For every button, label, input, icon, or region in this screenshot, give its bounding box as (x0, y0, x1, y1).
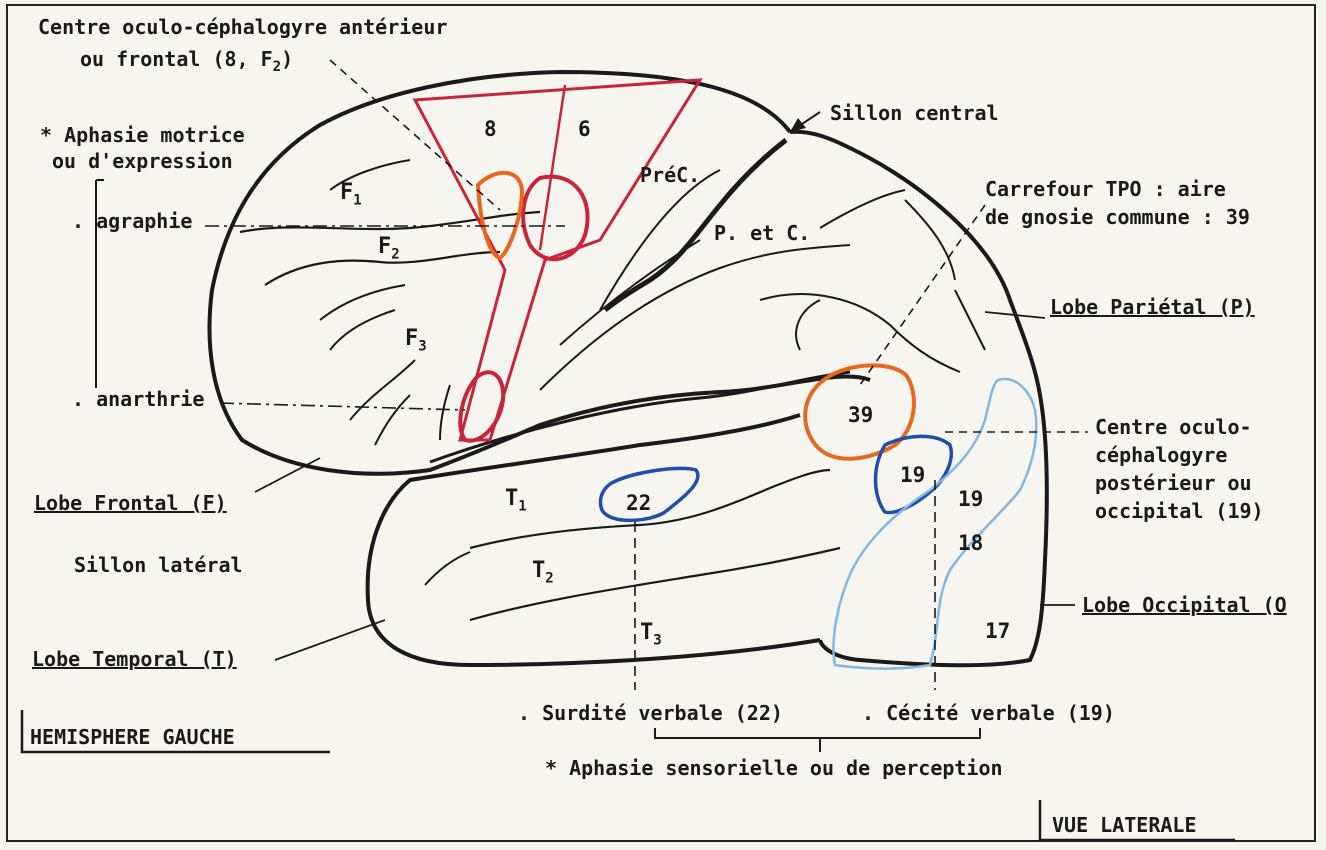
leader-carrefour (860, 205, 985, 385)
label-aphasie-motrice-line2: ou d'expression (52, 150, 233, 172)
parietal-sulcus-5 (760, 294, 960, 372)
label-cecite-verbale: . Cécité verbale (19) (862, 702, 1115, 724)
frontal-sulcus-4 (350, 360, 415, 420)
region-parietal-central: P. et C. (714, 222, 810, 244)
frontal-sulcus-6 (440, 385, 450, 440)
label-hemisphere-gauche: HEMISPHERE GAUCHE (30, 726, 235, 748)
frontal-sulcus-3 (330, 310, 395, 350)
label-lobe-temporal: Lobe Temporal (T) (32, 648, 237, 670)
label-carrefour-line1: Carrefour TPO : aire (985, 178, 1226, 200)
label-aphasie-sensorielle: * Aphasie sensorielle ou de perception (545, 757, 1003, 779)
region-f3: F3 (405, 328, 427, 357)
leader-sillon-central-arrow (790, 118, 806, 132)
label-centre-posterieur-line4: occipital (19) (1095, 500, 1264, 522)
label-centre-posterieur-line2: céphalogyre (1095, 444, 1227, 466)
label-sillon-central: Sillon central (830, 102, 999, 124)
frontal-sulcus-5 (375, 395, 410, 445)
region-precentral: PréC. (640, 164, 700, 186)
parietal-sulcus-4 (820, 190, 905, 228)
leader-lobe-frontal (255, 458, 320, 492)
area-19-dark-label: 19 (900, 464, 925, 486)
label-surdite-verbale: . Surdité verbale (22) (518, 702, 783, 724)
area-8-label: 8 (484, 118, 497, 140)
parietal-sulcus-1 (540, 245, 850, 390)
label-carrefour-line2: de gnosie commune : 39 (985, 206, 1250, 228)
label-centre-posterieur-line3: postérieur ou (1095, 472, 1252, 494)
region-t1: T1 (505, 488, 527, 517)
temporal-sulcus-short (425, 552, 470, 585)
area-22-label: 22 (626, 492, 651, 514)
label-centre-posterieur-line1: Centre oculo- (1095, 416, 1252, 438)
area-19-light-label: 19 (958, 488, 983, 510)
label-centre-anterieur-line2: ou frontal (8, F2) (80, 48, 293, 78)
region-t3: T3 (640, 622, 662, 651)
label-lobe-occipital: Lobe Occipital (O (1082, 594, 1287, 616)
area-17-label: 17 (985, 620, 1010, 642)
bracket-aphasie-sensorielle (655, 728, 980, 752)
label-centre-anterieur-line1: Centre oculo-céphalogyre antérieur (38, 16, 447, 38)
leader-lobe-temporal (275, 620, 385, 660)
label-agraphie: . agraphie (72, 210, 192, 232)
label-sillon-lateral: Sillon latéral (74, 554, 243, 576)
area-6-label: 6 (578, 118, 591, 140)
label-vue-laterale: VUE LATERALE (1052, 814, 1197, 836)
temporal-outline (368, 415, 820, 665)
leader-anarthrie (220, 403, 465, 410)
label-anarthrie: . anarthrie (72, 388, 204, 410)
broca-area (460, 372, 503, 440)
frontal-sulcus-2 (320, 285, 405, 320)
label-lobe-frontal: Lobe Frontal (F) (34, 492, 227, 514)
label-lobe-parietal: Lobe Pariétal (P) (1050, 296, 1255, 318)
region-t2: T2 (532, 560, 554, 589)
exner-area (523, 177, 587, 260)
area-39-label: 39 (848, 404, 873, 426)
area-18-label: 18 (958, 532, 983, 554)
parietal-sulcus-3 (600, 170, 720, 310)
parietal-sulcus-8 (796, 300, 820, 350)
region-f1: F1 (340, 182, 362, 211)
parietal-sulcus-7 (955, 290, 985, 350)
region-f2: F2 (378, 236, 400, 265)
frontal-sulcus-upper (240, 212, 540, 232)
label-aphasie-motrice-line1: * Aphasie motrice (40, 124, 245, 146)
temporal-sulcus-lower (470, 548, 840, 620)
